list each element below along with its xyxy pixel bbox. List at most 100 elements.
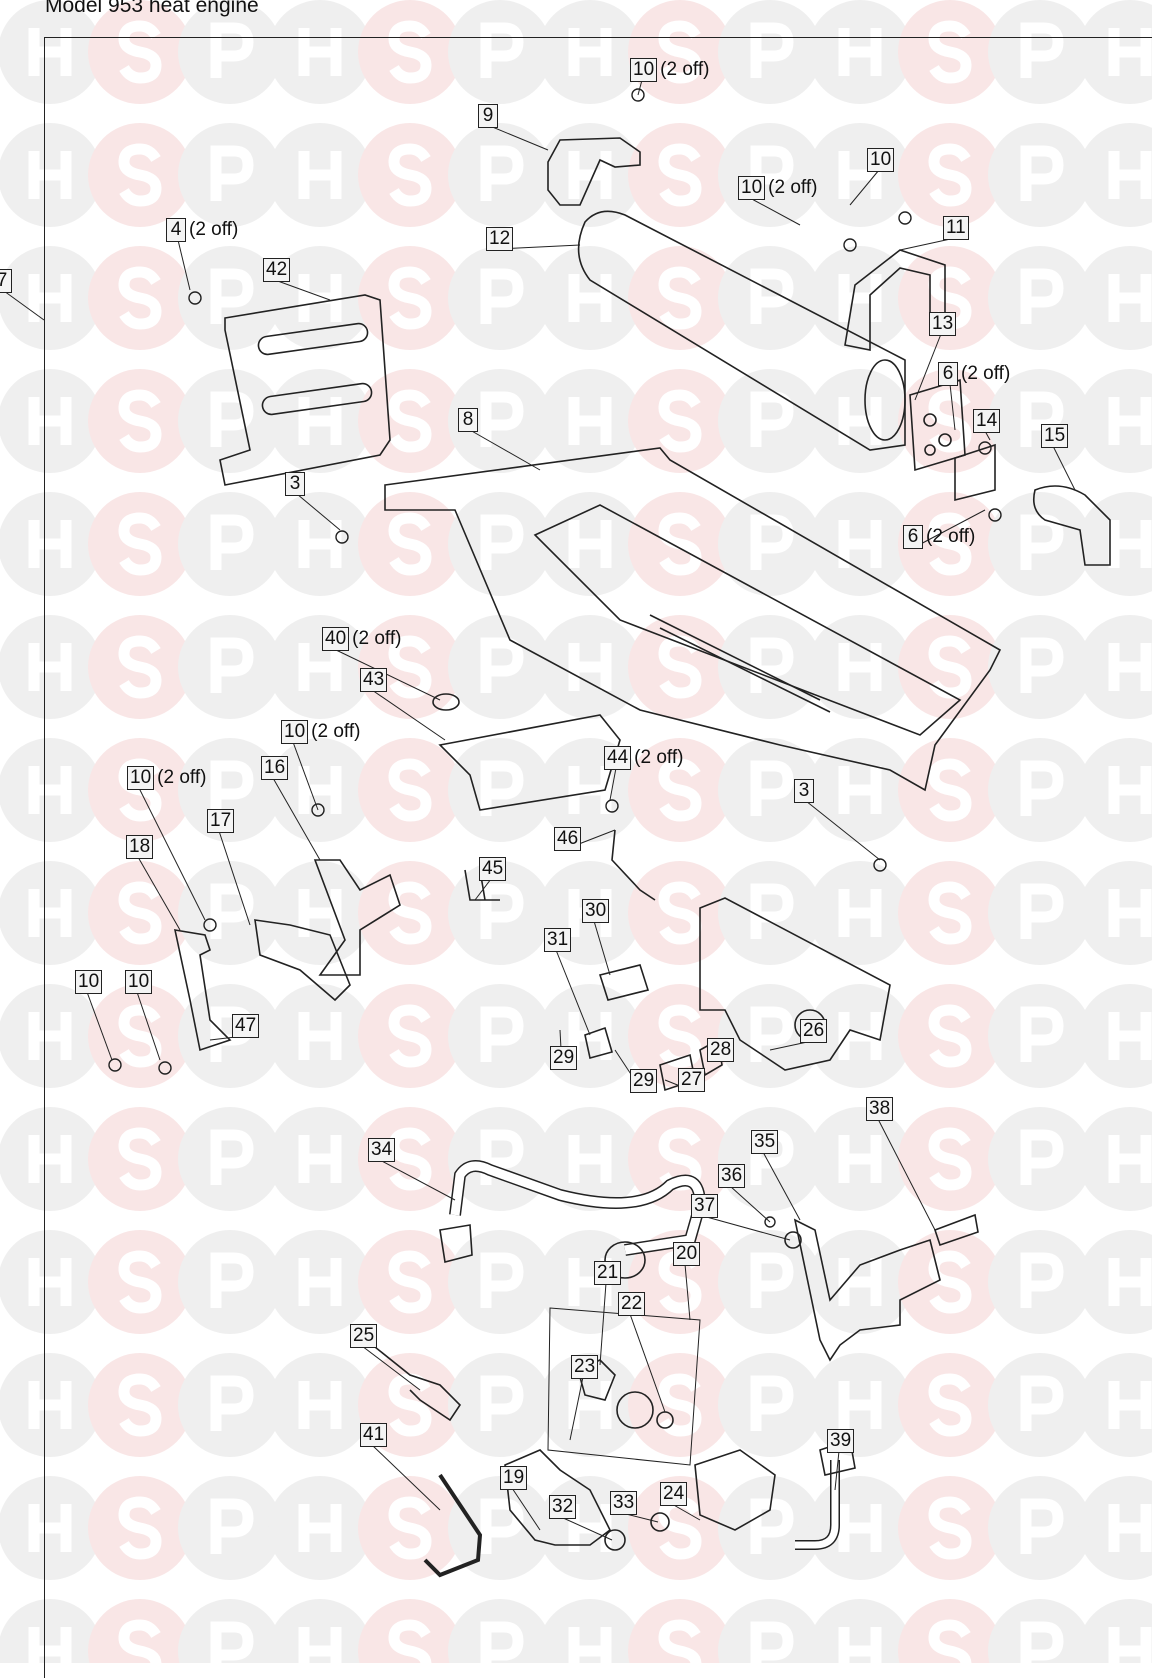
part-callout-11[interactable]: 11 [943, 216, 969, 240]
part-callout-45[interactable]: 45 [479, 857, 507, 881]
leader-line [474, 878, 492, 901]
part-number: 28 [707, 1038, 735, 1062]
watermark-letter-shape [658, 143, 702, 207]
part-callout-44[interactable]: 44(2 off) [604, 746, 683, 770]
part-number: 26 [800, 1019, 828, 1043]
part-callout-14[interactable]: 14 [973, 409, 1001, 433]
watermark-letter-shape [658, 758, 702, 822]
part-callout-16[interactable]: 16 [261, 756, 289, 780]
part-number: 37 [691, 1194, 719, 1218]
leader-line [274, 279, 331, 301]
part-number: 11 [943, 216, 969, 240]
part-callout-34[interactable]: 34 [368, 1138, 396, 1162]
part-callout-10[interactable]: 10(2 off) [630, 58, 709, 82]
part-17-pilot [254, 919, 351, 1002]
part-callout-30[interactable]: 30 [582, 899, 610, 923]
part-callout-25[interactable]: 25 [350, 1324, 378, 1348]
part-callout-4[interactable]: 4(2 off) [166, 218, 238, 242]
part-callout-38[interactable]: 38 [866, 1097, 894, 1121]
part-callout-17[interactable]: 17 [207, 809, 235, 833]
part-callout-19[interactable]: 19 [500, 1466, 528, 1490]
part-callout-6[interactable]: 6(2 off) [938, 362, 1010, 386]
part-callout-10[interactable]: 10 [125, 970, 153, 994]
part-callout-3[interactable]: 3 [794, 779, 814, 803]
watermark-letter-shape [838, 397, 882, 445]
leader-line [137, 856, 181, 931]
part-callout-22[interactable]: 22 [618, 1292, 646, 1316]
watermark-letter-shape [838, 1012, 882, 1060]
watermark-circle [88, 1599, 192, 1663]
watermark-letter-shape [658, 512, 702, 576]
part-callout-13[interactable]: 13 [929, 312, 957, 336]
watermark-letter-shape [838, 1258, 882, 1306]
part-callout-26[interactable]: 26 [800, 1019, 828, 1043]
part-callout-15[interactable]: 15 [1041, 424, 1069, 448]
watermark-letter-shape [480, 1006, 524, 1062]
part-callout-37[interactable]: 37 [691, 1194, 719, 1218]
part-46-lead [611, 829, 656, 901]
part-callout-29[interactable]: 29 [550, 1046, 578, 1070]
part-callout-35[interactable]: 35 [751, 1130, 779, 1154]
watermark-circle [808, 1599, 912, 1663]
part-callout-7[interactable]: 7 [0, 269, 12, 293]
part-callout-46[interactable]: 46 [554, 827, 582, 851]
part-quantity: (2 off) [157, 767, 207, 788]
watermark-letter-shape [388, 1004, 432, 1068]
part-number: 22 [618, 1292, 646, 1316]
watermark-letter-shape [658, 1619, 702, 1663]
watermark-letter-shape [1020, 145, 1064, 201]
part-callout-28[interactable]: 28 [707, 1038, 735, 1062]
part-callout-41[interactable]: 41 [360, 1423, 388, 1447]
leader-line [3, 290, 45, 321]
part-callout-42[interactable]: 42 [263, 258, 291, 282]
watermark-letter-shape [750, 1006, 794, 1062]
part-callout-33[interactable]: 33 [610, 1491, 638, 1515]
part-callout-18[interactable]: 18 [126, 835, 154, 859]
watermark-letter-shape [298, 151, 342, 199]
part-callout-40[interactable]: 40(2 off) [322, 627, 401, 651]
part-callout-43[interactable]: 43 [360, 668, 388, 692]
watermark-letter-shape [928, 635, 972, 699]
part-callout-32[interactable]: 32 [549, 1495, 577, 1519]
part-callout-23[interactable]: 23 [571, 1355, 599, 1379]
leader-line [138, 787, 206, 921]
watermark-circle [358, 1599, 462, 1663]
leader-line [899, 237, 956, 251]
part-callout-27[interactable]: 27 [678, 1068, 706, 1092]
part-18-bracket [173, 929, 232, 1052]
watermark-letter-shape [480, 1498, 524, 1554]
part-callout-10[interactable]: 10(2 off) [281, 720, 360, 744]
part-callout-12[interactable]: 12 [486, 227, 514, 251]
watermark-letter-shape [388, 143, 432, 207]
watermark-letter-shape [750, 22, 794, 78]
part-callout-10[interactable]: 10(2 off) [738, 176, 817, 200]
watermark-letter-shape [928, 1004, 972, 1068]
part-number: 10 [281, 720, 309, 744]
leader-line [671, 1503, 701, 1521]
watermark-letter-shape [750, 1375, 794, 1431]
part-callout-21[interactable]: 21 [594, 1261, 622, 1285]
part-callout-10[interactable]: 10(2 off) [127, 766, 206, 790]
part-callout-6[interactable]: 6(2 off) [903, 525, 975, 549]
part-number: 32 [549, 1495, 577, 1519]
watermark-letter-shape [838, 766, 882, 814]
part-callout-39[interactable]: 39 [827, 1429, 855, 1453]
part-callout-10[interactable]: 10 [75, 970, 103, 994]
part-callout-47[interactable]: 47 [232, 1014, 260, 1038]
part-callout-8[interactable]: 8 [458, 408, 478, 432]
watermark-letter-shape [750, 637, 794, 693]
part-callout-24[interactable]: 24 [660, 1482, 688, 1506]
part-number: 27 [678, 1068, 706, 1092]
leader-line [272, 777, 321, 861]
part-callout-20[interactable]: 20 [673, 1242, 701, 1266]
part-callout-3[interactable]: 3 [285, 472, 305, 496]
watermark-letter-shape [388, 266, 432, 330]
part-callout-10[interactable]: 10 [867, 148, 895, 172]
part-callout-31[interactable]: 31 [544, 928, 572, 952]
part-callout-9[interactable]: 9 [478, 104, 498, 128]
part-number: 36 [718, 1164, 746, 1188]
part-callout-29[interactable]: 29 [630, 1069, 658, 1093]
part-callout-36[interactable]: 36 [718, 1164, 746, 1188]
part-35-bracket [793, 1218, 941, 1362]
watermark-letter-shape [750, 760, 794, 816]
